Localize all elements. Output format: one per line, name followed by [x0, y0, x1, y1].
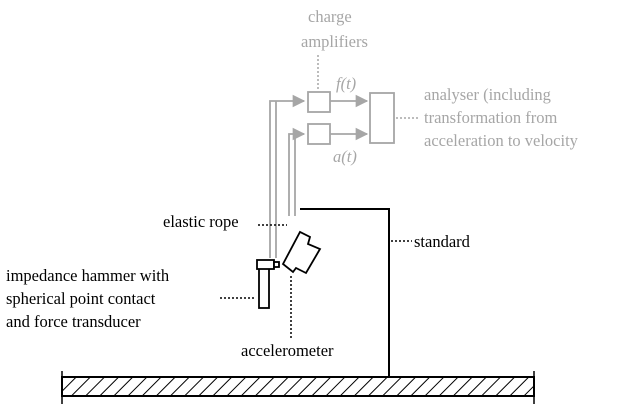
hammer-label-line2: spherical point contact — [6, 289, 156, 308]
accelerometer-sensor — [281, 230, 322, 275]
ground-plate — [61, 371, 535, 404]
elastic-rope-label: elastic rope — [163, 212, 239, 231]
force-signal-label: f(t) — [336, 74, 356, 93]
hammer-label-line1: impedance hammer with — [6, 266, 170, 285]
charge-amplifier-acceleration — [307, 123, 331, 145]
standard-frame — [300, 208, 390, 377]
analyser-label-line2: transformation from — [424, 108, 558, 127]
signal-path — [269, 94, 369, 258]
charge-amplifiers-label-line1: charge — [308, 7, 352, 26]
hammer-label-line3: and force transducer — [6, 312, 141, 331]
accelerometer-label: accelerometer — [241, 341, 334, 360]
charge-amplifier-force — [307, 91, 331, 113]
analyser-box — [369, 92, 395, 144]
analyser-label-line3: acceleration to velocity — [424, 131, 579, 150]
charge-amplifiers-label-line2: amplifiers — [301, 32, 368, 51]
analyser-label-line1: analyser (including — [424, 85, 551, 104]
acceleration-signal-label: a(t) — [333, 147, 357, 166]
standard-label: standard — [414, 232, 471, 251]
impedance-hammer — [256, 259, 280, 309]
